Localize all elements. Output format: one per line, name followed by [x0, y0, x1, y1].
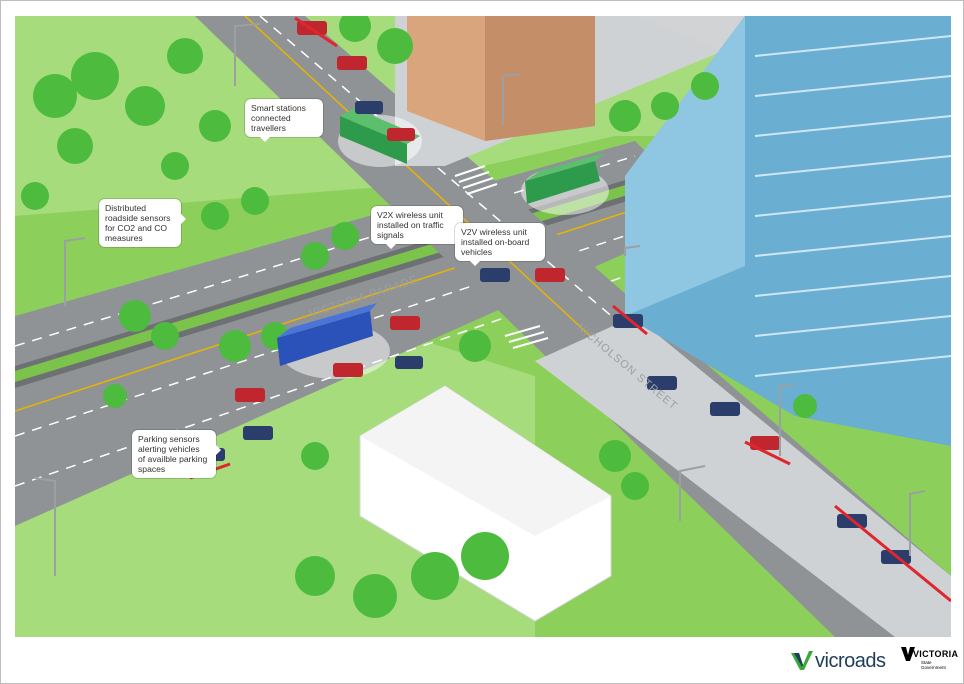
callout-v2v: V2V wireless unit installed on-board veh… [455, 223, 545, 266]
tram-right [521, 153, 609, 215]
callout-v2x: V2X wireless unit installed on traffic s… [371, 206, 463, 249]
footpath [535, 316, 951, 637]
street-lights [34, 23, 926, 576]
parking-curbs [189, 16, 951, 603]
vicroads-logo-text: vicroads [815, 649, 886, 672]
victoria-state-government-logo: VICTORIA State Government [901, 645, 958, 679]
victoria-logo-subtext: State Government [921, 660, 946, 670]
smart-intersection-illustration: VICTORIA PARADE NICHOLSON STREET Smart s… [15, 16, 951, 637]
vicroads-v-icon [791, 651, 813, 670]
callout-roadside-sensors: Distributed roadside sensors for CO2 and… [99, 199, 186, 247]
scene-graphics [15, 16, 951, 637]
trees [21, 16, 817, 618]
brown-building-side [485, 16, 595, 141]
callout-parking-sensors: Parking sensors alerting vehicles of ava… [132, 430, 221, 478]
crosswalks [454, 165, 549, 349]
footer: vicroads VICTORIA State Government [1, 637, 963, 683]
victoria-logo-text: VICTORIA [913, 649, 959, 659]
tower-window-lines [754, 35, 951, 377]
victoria-v-icon [901, 647, 915, 661]
vicroads-logo: vicroads [791, 647, 886, 675]
white-building-roof [360, 386, 611, 536]
callout-smart-stations: Smart stations connected travellers [245, 99, 323, 142]
